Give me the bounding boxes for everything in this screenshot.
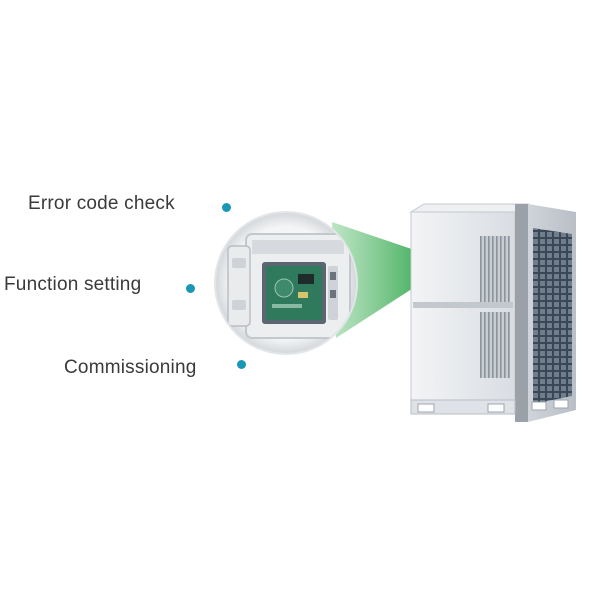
feature-label-function-setting: Function setting [4, 274, 142, 295]
feature-label-commissioning: Commissioning [64, 357, 197, 378]
vrf-outdoor-unit-image [409, 203, 576, 422]
bullet-dot-icon [222, 203, 231, 212]
coil-grille [533, 228, 572, 404]
bullet-dot-icon [186, 284, 195, 293]
feature-label-error-code-check: Error code check [28, 193, 175, 214]
pcb-closeup-image [214, 211, 358, 355]
bullet-dot-icon [237, 360, 246, 369]
